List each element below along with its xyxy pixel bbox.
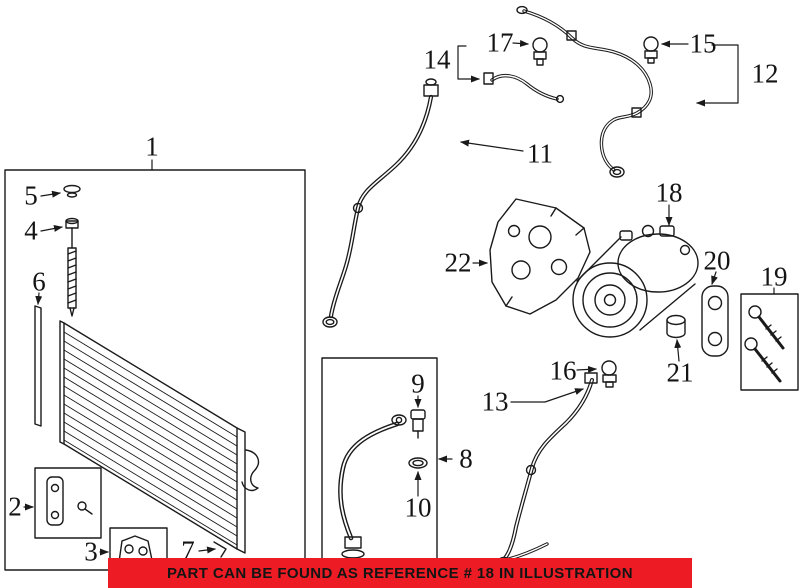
condenser-lower-mount [213, 541, 227, 558]
leader-6 [35, 292, 43, 305]
reference-banner: PART CAN BE FOUND AS REFERENCE # 18 IN I… [108, 558, 692, 588]
cap-part [63, 184, 81, 198]
callout-21: 21 [666, 357, 694, 388]
leader-14 [457, 45, 480, 83]
leader-17 [512, 39, 529, 47]
pipe-assembly-part [516, 5, 653, 178]
condenser-group-box [4, 169, 306, 571]
callout-11: 11 [527, 138, 553, 169]
fitting-bolt-part [601, 360, 617, 388]
callout-7: 7 [181, 535, 195, 566]
seal-strip-part [34, 305, 42, 427]
reference-banner-text: PART CAN BE FOUND AS REFERENCE # 18 IN I… [167, 564, 633, 582]
leader-13 [510, 388, 584, 403]
callout-12: 12 [751, 58, 779, 89]
valve-bolt-part [643, 36, 659, 64]
callout-16: 16 [549, 355, 577, 386]
refrigerant-line-part [322, 78, 439, 328]
compressor-bracket-part [489, 198, 591, 315]
o-ring-part [408, 457, 428, 469]
leader-12 [696, 44, 739, 107]
leader-5 [40, 190, 61, 198]
leader-20 [711, 271, 718, 285]
callout-3: 3 [84, 536, 98, 567]
callout-17: 17 [486, 27, 514, 58]
callout-18: 18 [655, 177, 683, 208]
spacer-plate-part [701, 285, 729, 357]
short-pipe-part [483, 72, 565, 104]
callout-15: 15 [689, 28, 717, 59]
callout-22: 22 [444, 247, 472, 278]
callout-9: 9 [411, 368, 425, 399]
callout-4: 4 [24, 215, 38, 246]
cap-plug-part [666, 314, 686, 339]
compressor-part [572, 224, 699, 338]
leader-21 [674, 339, 682, 362]
condenser-bracket-hook [241, 449, 260, 492]
leader-4 [40, 225, 63, 232]
service-valve-part [410, 409, 426, 439]
callout-19: 19 [760, 261, 788, 292]
discharge-hose-part [338, 414, 407, 565]
callout-20: 20 [703, 245, 731, 276]
callout-13: 13 [481, 386, 509, 417]
callout-1: 1 [145, 131, 159, 162]
leader-11 [460, 139, 524, 152]
leader-16 [576, 365, 597, 373]
callout-5: 5 [24, 180, 38, 211]
callout-14: 14 [423, 44, 451, 75]
charge-valve-part [532, 37, 548, 66]
bracket-part-box [34, 467, 102, 539]
callout-6: 6 [32, 266, 46, 297]
leader-7 [198, 546, 216, 554]
drier-cartridge-part [65, 217, 79, 317]
callout-8: 8 [459, 443, 473, 474]
bolt-kit-box [740, 293, 799, 391]
callout-leader-lines [23, 39, 775, 556]
callout-10: 10 [404, 492, 432, 523]
condenser-part [59, 320, 260, 558]
callout-2: 2 [8, 491, 22, 522]
